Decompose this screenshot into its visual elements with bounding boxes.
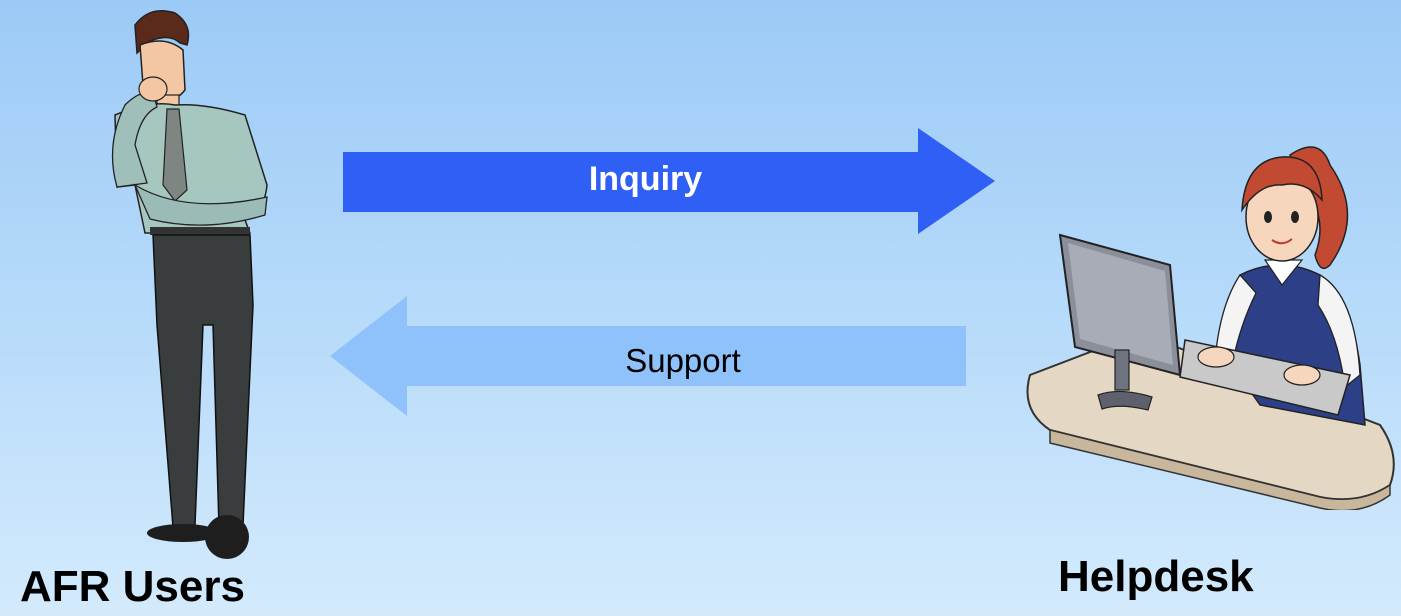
support-label: Support	[625, 342, 741, 379]
support-arrow-shape	[330, 296, 966, 416]
afr-users-caption: AFR Users	[20, 562, 245, 611]
support-arrow	[330, 296, 966, 416]
afr-user-figure-icon	[111, 10, 268, 559]
inquiry-arrow	[343, 128, 995, 234]
helpdesk-caption: Helpdesk	[1058, 552, 1254, 601]
helpdesk-figure-icon	[1026, 146, 1395, 510]
inquiry-arrow-shape	[343, 128, 995, 234]
inquiry-label: Inquiry	[588, 160, 703, 198]
